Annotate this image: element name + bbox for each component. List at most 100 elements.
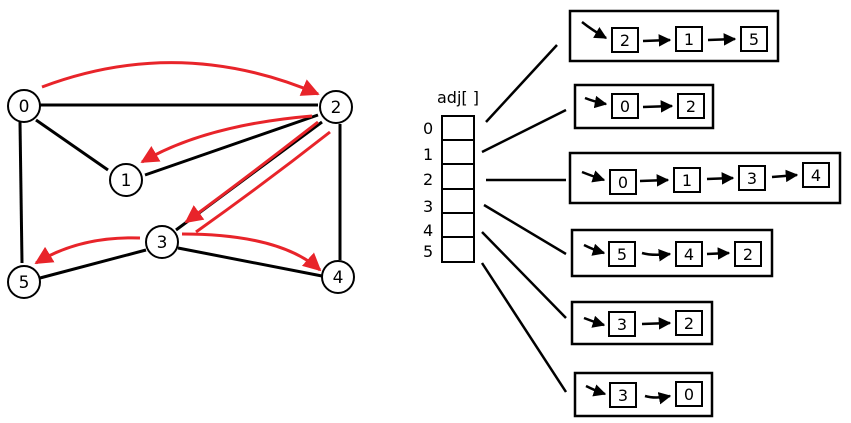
node-3-circle — [145, 225, 179, 259]
adj-list-2-value-1: 1 — [682, 171, 692, 190]
adj-list-5: 3 0 — [573, 371, 714, 418]
adj-list-5-node-0 — [609, 382, 637, 408]
adj-list-0-value-1: 1 — [684, 30, 694, 49]
node-5-circle — [7, 265, 41, 299]
adj-list-0-node-0 — [611, 27, 639, 53]
adj-list-2-link-1 — [706, 172, 735, 185]
adj-list-1-link-0 — [642, 100, 674, 113]
adj-list-5-frame — [573, 371, 714, 418]
node-1: 1 — [109, 163, 143, 197]
edge-0-5 — [18, 121, 24, 264]
adj-list-1-node-0 — [611, 93, 639, 119]
adj-list-3-link-0 — [641, 249, 672, 262]
node-5: 5 — [7, 265, 41, 299]
adj-list-5-head-arrow — [585, 384, 607, 397]
adj-cell-5 — [441, 236, 475, 263]
edge-0-1 — [35, 118, 109, 172]
node-1-label: 1 — [121, 171, 132, 191]
adj-list-0-value-2: 5 — [749, 30, 759, 49]
adj-list-4-node-0 — [608, 311, 636, 337]
adj-list-0-link-1 — [707, 33, 737, 46]
adj-list-5-value-0: 3 — [618, 386, 628, 405]
adj-list-0-value-0: 2 — [620, 31, 630, 50]
arrow-2-3-a — [184, 120, 319, 224]
adj-index-1: 1 — [423, 145, 433, 164]
adj-list-3-node-2 — [734, 241, 762, 267]
adj-cells — [441, 115, 475, 263]
adj-list-2-frame — [568, 151, 842, 205]
pointer-line-0 — [485, 44, 558, 123]
adj-list-1-value-1: 2 — [686, 97, 696, 116]
adj-index-2: 2 — [423, 170, 433, 189]
pointer-line-3 — [483, 203, 567, 256]
adj-cell-2 — [441, 163, 475, 190]
node-4-circle — [321, 260, 355, 294]
adjacency-array: adj[ ] 0 1 2 3 4 5 — [423, 44, 568, 393]
adj-list-5-value-1: 0 — [684, 385, 694, 404]
node-2-circle — [319, 90, 353, 124]
adj-pointer-lines — [480, 44, 568, 393]
adj-index-4: 4 — [423, 221, 433, 240]
arrow-3-4 — [181, 232, 322, 272]
node-0: 0 — [7, 89, 41, 123]
adj-list-3-frame — [570, 228, 774, 278]
adj-list-3-node-0 — [608, 241, 636, 267]
adj-list-0-link-0 — [642, 34, 672, 47]
adj-cell-3 — [441, 188, 475, 214]
adj-cell-1 — [441, 139, 475, 165]
adj-list-2-link-2 — [771, 169, 799, 183]
node-0-label: 0 — [19, 97, 30, 117]
adj-list-2-link-0 — [639, 174, 670, 187]
adj-list-5-link-0 — [644, 392, 672, 405]
pointer-line-4 — [481, 231, 567, 319]
adj-list-0: 2 1 5 — [568, 9, 780, 63]
adj-list-3: 5 4 2 — [570, 228, 774, 278]
adj-list-1-head-arrow — [584, 95, 608, 109]
adj-list-3-head-arrow — [583, 243, 606, 256]
node-4-label: 4 — [333, 268, 344, 288]
adj-list-4-link-0 — [641, 317, 672, 330]
traversal-arrows — [34, 61, 331, 272]
node-3-label: 3 — [157, 233, 168, 253]
adj-list-2-value-3: 4 — [811, 166, 821, 185]
adj-list-2-node-0 — [609, 169, 637, 195]
adj-list-0-node-2 — [740, 26, 768, 52]
adj-list-4-node-1 — [675, 310, 703, 336]
arrow-2-3-b — [195, 130, 331, 234]
edge-2-1 — [144, 113, 319, 177]
edge-3-4 — [177, 246, 323, 278]
adj-list-1-frame — [573, 83, 715, 130]
adj-list-3-link-1 — [706, 247, 731, 260]
arrow-2-1 — [140, 114, 313, 164]
node-3: 3 — [145, 225, 179, 259]
arrow-0-2 — [41, 61, 320, 96]
adj-list-3-value-2: 2 — [743, 245, 753, 264]
adj-list-0-node-1 — [675, 26, 703, 52]
arrow-3-5 — [34, 236, 141, 265]
adj-list-0-head-arrow — [581, 21, 608, 40]
adj-list-3-value-0: 5 — [617, 245, 627, 264]
node-2: 2 — [319, 90, 353, 124]
adj-list-1-value-0: 0 — [620, 97, 630, 116]
adj-list-2-node-1 — [673, 167, 701, 193]
adj-list-1: 0 2 — [573, 83, 715, 130]
adj-list-4-head-arrow — [583, 315, 606, 328]
adj-list-4-value-1: 2 — [684, 314, 694, 333]
adj-title: adj[ ] — [437, 88, 479, 107]
adj-list-2-node-3 — [802, 162, 830, 188]
adj-list-4-frame — [570, 300, 714, 346]
pointer-line-1 — [481, 108, 567, 154]
node-5-label: 5 — [19, 273, 30, 293]
adj-cell-0 — [441, 115, 475, 141]
graph-nodes: 0 1 2 3 4 5 — [7, 89, 355, 299]
node-2-label: 2 — [331, 98, 342, 118]
adjacency-lists: 2 1 5 0 2 0 1 — [568, 9, 842, 418]
adj-list-3-value-1: 4 — [684, 245, 694, 264]
adj-list-5-node-1 — [675, 381, 703, 407]
adj-list-2-value-0: 0 — [618, 173, 628, 192]
adj-cell-4 — [441, 212, 475, 238]
pointer-line-5 — [480, 262, 568, 393]
node-0-circle — [7, 89, 41, 123]
adj-list-0-frame — [568, 9, 780, 63]
